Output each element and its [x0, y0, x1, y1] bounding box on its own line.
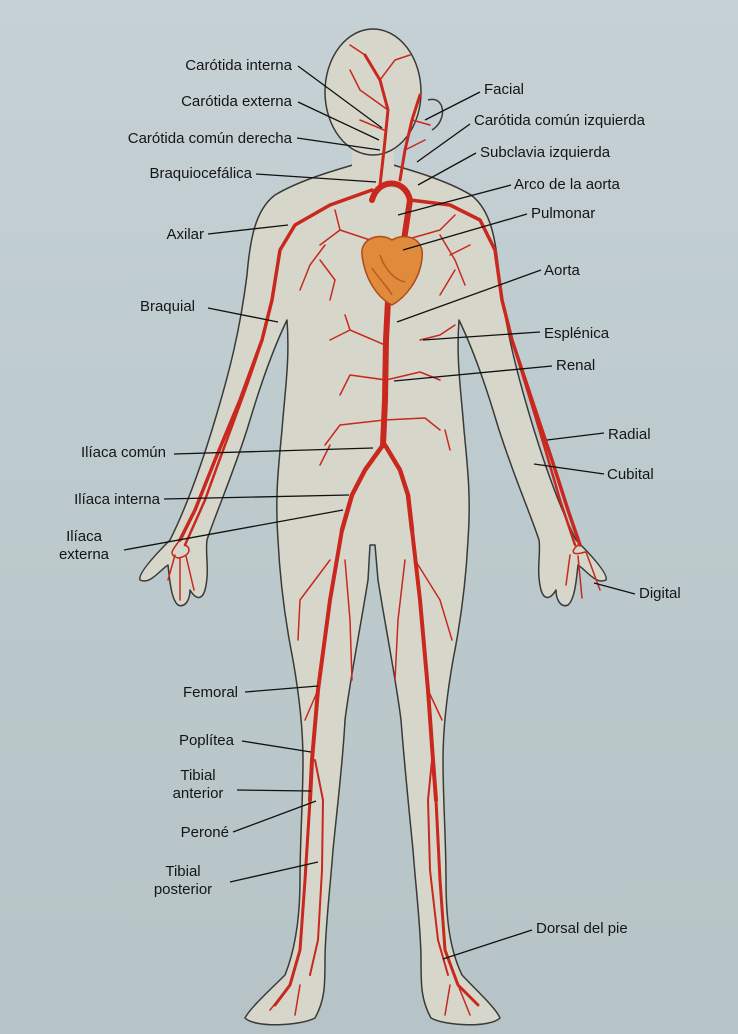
leader-subclavia-izquierda	[417, 152, 477, 186]
leader-perone	[232, 800, 317, 833]
label-tibial-anterior: Tibial anterior	[158, 767, 238, 803]
leader-renal	[393, 365, 553, 382]
leader-tibial-anterior	[236, 789, 312, 792]
thigh-branches-right	[297, 559, 353, 721]
leader-lines	[123, 65, 636, 960]
leader-carotida-comun-izquierda	[416, 123, 471, 163]
left-hand-branches	[565, 544, 601, 599]
left-forearm-branch	[510, 338, 577, 547]
thigh-branches-left	[394, 559, 453, 721]
label-tibial-posterior-line1: Tibial	[165, 863, 201, 880]
leader-braquial	[207, 307, 279, 323]
label-poplitea: Poplítea	[178, 732, 234, 749]
leader-radial	[546, 432, 605, 441]
label-facial: Facial	[484, 81, 525, 98]
label-aorta: Aorta	[544, 262, 580, 279]
fibular-left	[427, 759, 449, 976]
label-tibial-posterior: Tibial posterior	[140, 863, 226, 899]
label-iliaca-comun: Ilíaca común	[80, 444, 166, 461]
body-silhouette	[139, 28, 607, 1026]
leader-axilar	[207, 224, 289, 235]
label-iliaca-interna: Ilíaca interna	[74, 491, 160, 508]
leader-iliaca-interna	[163, 494, 350, 500]
label-braquiocefalica: Braquiocefálica	[149, 165, 252, 182]
head-branches	[349, 44, 431, 151]
fibular-right	[309, 759, 324, 976]
label-carotida-comun-derecha: Carótida común derecha	[127, 130, 292, 147]
leader-aorta	[396, 269, 542, 323]
torso-outline	[139, 159, 607, 1026]
tibial-left	[434, 798, 480, 1007]
label-tibial-anterior-line1: Tibial	[180, 767, 216, 784]
label-subclavia-izquierda: Subclavia izquierda	[480, 144, 611, 161]
label-braquial: Braquial	[139, 298, 195, 315]
label-tibial-anterior-line2: anterior	[172, 785, 224, 802]
label-iliaca-externa-line2: externa	[58, 546, 110, 563]
iliac-right	[339, 442, 386, 533]
label-renal: Renal	[556, 357, 596, 374]
label-digital: Digital	[639, 585, 681, 602]
leader-esplenica	[422, 331, 541, 341]
leader-femoral	[244, 685, 319, 693]
leader-carotida-comun-derecha	[296, 137, 381, 151]
label-carotida-interna: Carótida interna	[185, 57, 292, 74]
label-radial: Radial	[608, 426, 651, 443]
leader-pulmonar	[402, 213, 528, 251]
left-arm-artery	[408, 198, 582, 547]
label-esplenica: Esplénica	[544, 325, 610, 342]
leader-iliaca-comun	[173, 447, 374, 455]
iliac-left	[382, 442, 415, 533]
leader-braquiocefalica	[255, 173, 377, 183]
right-hand-branches	[167, 539, 195, 601]
label-dorsal-pie: Dorsal del pie	[536, 920, 628, 937]
leader-digital	[593, 582, 636, 595]
ear-outline	[427, 98, 444, 131]
leader-carotida-interna	[297, 65, 383, 129]
label-femoral: Femoral	[182, 684, 238, 701]
heart-detail	[371, 254, 406, 296]
label-tibial-posterior-line2: posterior	[153, 881, 213, 898]
carotid-left	[398, 93, 422, 182]
heart	[361, 235, 423, 306]
label-axilar: Axilar	[166, 226, 204, 243]
heart-shape	[361, 235, 423, 306]
leader-arco-aorta	[397, 184, 512, 216]
label-cubital: Cubital	[607, 466, 654, 483]
foot-branches	[269, 984, 471, 1016]
abdominal-branches	[319, 314, 456, 466]
leader-poplitea	[241, 740, 312, 753]
head-outline	[324, 28, 422, 156]
leader-dorsal-pie	[442, 929, 533, 960]
leader-carotida-externa	[297, 101, 380, 141]
aorta-trunk	[380, 297, 391, 448]
label-arco-aorta: Arco de la aorta	[514, 176, 620, 193]
leader-cubital	[533, 463, 605, 475]
label-carotida-comun-izquierda: Carótida común izquierda	[474, 112, 645, 129]
label-perone: Peroné	[180, 824, 229, 841]
leader-tibial-posterior	[229, 861, 319, 883]
label-iliaca-externa-line1: Ilíaca	[66, 528, 102, 545]
right-forearm-branch	[183, 338, 264, 547]
label-carotida-externa: Carótida externa	[181, 93, 292, 110]
leader-facial	[424, 91, 481, 121]
lung-branches	[299, 209, 471, 301]
label-iliaca-externa: Ilíaca externa	[48, 528, 120, 564]
label-pulmonar: Pulmonar	[531, 205, 596, 222]
leader-iliaca-externa	[123, 509, 344, 551]
